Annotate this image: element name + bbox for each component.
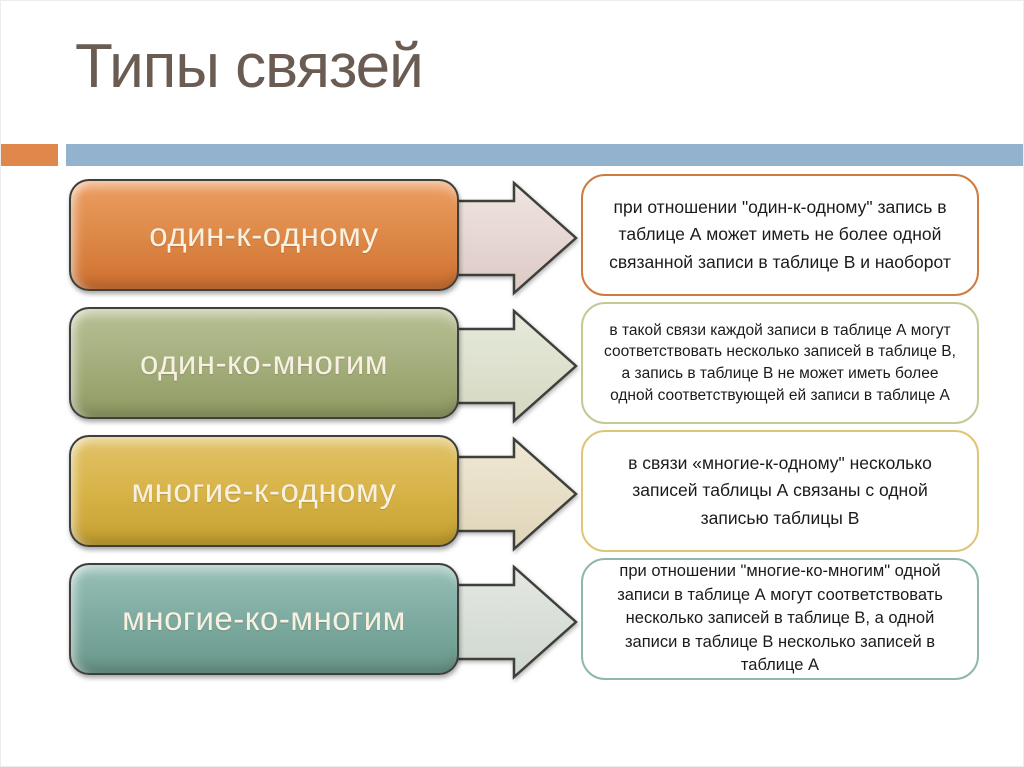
description-text: при отношении "один-к-одному" запись в т…: [609, 197, 951, 272]
description-text: в связи «многие-к-одному" несколько запи…: [628, 453, 932, 528]
accent-orange-block: [1, 144, 58, 166]
shape-label: один-к-одному: [149, 216, 379, 253]
diagram-row-one-to-one: один-к-одному при отношении "один-к-одно…: [1, 174, 1023, 296]
relation-shape-many-to-many: многие-ко-многим: [69, 563, 459, 675]
description-box: при отношении "один-к-одному" запись в т…: [581, 174, 979, 296]
relation-shape-one-to-many: один-ко-многим: [69, 307, 459, 419]
diagram-row-one-to-many: один-ко-многим в такой связи каждой запи…: [1, 302, 1023, 424]
description-box: в связи «многие-к-одному" несколько запи…: [581, 430, 979, 552]
accent-blue-bar: [66, 144, 1023, 166]
arrow-right-icon: [449, 308, 578, 424]
shape-label: многие-к-одному: [131, 472, 397, 509]
page-title: Типы связей: [75, 32, 424, 101]
diagram-row-many-to-many: многие-ко-многим при отношении "многие-к…: [1, 558, 1023, 680]
description-text: при отношении "многие-ко-многим" одной з…: [617, 562, 943, 675]
diagram-row-many-to-one: многие-к-одному в связи «многие-к-одному…: [1, 430, 1023, 552]
description-box: при отношении "многие-ко-многим" одной з…: [581, 558, 979, 680]
shape-label: один-ко-многим: [139, 344, 389, 381]
shape-label: многие-ко-многим: [122, 600, 406, 637]
description-text: в такой связи каждой записи в таблице А …: [604, 321, 956, 404]
description-box: в такой связи каждой записи в таблице А …: [581, 302, 979, 424]
arrow-right-icon: [449, 564, 578, 680]
relation-shape-one-to-one: один-к-одному: [69, 179, 459, 291]
arrow-right-icon: [449, 436, 578, 552]
arrow-right-icon: [449, 180, 578, 296]
relation-shape-many-to-one: многие-к-одному: [69, 435, 459, 547]
